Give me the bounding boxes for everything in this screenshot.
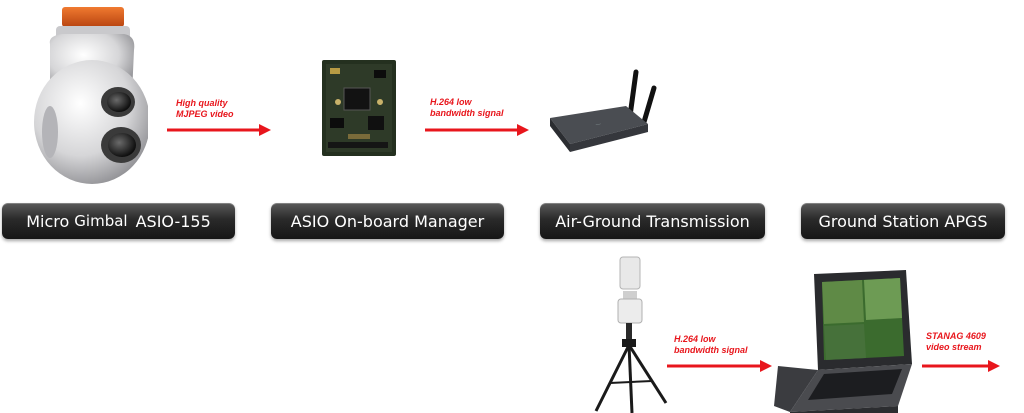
arrow-1-label: High quality MJPEG video bbox=[176, 98, 234, 120]
gimbal-camera-image bbox=[34, 7, 148, 184]
arrow-1-label-line1: High quality bbox=[176, 98, 228, 108]
stage-ground-station: Ground Station APGS bbox=[801, 203, 1005, 239]
arrow-1 bbox=[167, 124, 271, 136]
arrow-1-label-line2: MJPEG video bbox=[176, 109, 234, 119]
stage-micro-gimbal-label-tail: ASIO-155 bbox=[135, 211, 211, 231]
arrow-4-label-line1: STANAG 4609 bbox=[926, 331, 986, 341]
onboard-manager-board-image bbox=[322, 60, 396, 156]
arrow-3-label: H.264 low bandwidth signal bbox=[674, 334, 748, 356]
ground-station-laptop-image bbox=[774, 270, 912, 413]
stage-ground-station-label: Ground Station APGS bbox=[818, 211, 988, 231]
arrow-3 bbox=[667, 360, 772, 372]
stage-micro-gimbal-label-mid: Gimbal bbox=[74, 212, 128, 230]
arrow-2-label-line1: H.264 low bbox=[430, 97, 472, 107]
stage-air-ground-transmission-label: Air-Ground Transmission bbox=[555, 211, 750, 231]
arrow-2 bbox=[425, 124, 529, 136]
stage-air-ground-transmission: Air-Ground Transmission bbox=[540, 203, 765, 239]
stage-onboard-manager-label: ASIO On-board Manager bbox=[290, 211, 485, 231]
arrow-4-label: STANAG 4609 video stream bbox=[926, 331, 986, 353]
air-ground-transmitter-image: — bbox=[550, 69, 657, 152]
arrow-3-label-line2: bandwidth signal bbox=[674, 345, 748, 355]
svg-text:—: — bbox=[595, 121, 601, 128]
stage-micro-gimbal-label-main: Micro bbox=[26, 211, 70, 231]
stage-micro-gimbal: Micro Gimbal ASIO-155 bbox=[2, 203, 235, 239]
arrow-2-label: H.264 low bandwidth signal bbox=[430, 97, 504, 119]
arrow-3-label-line1: H.264 low bbox=[674, 334, 716, 344]
arrow-4 bbox=[922, 360, 1000, 372]
tripod-antenna-image bbox=[594, 256, 668, 413]
stage-onboard-manager: ASIO On-board Manager bbox=[271, 203, 504, 239]
arrow-2-label-line2: bandwidth signal bbox=[430, 108, 504, 118]
arrow-4-label-line2: video stream bbox=[926, 342, 982, 352]
